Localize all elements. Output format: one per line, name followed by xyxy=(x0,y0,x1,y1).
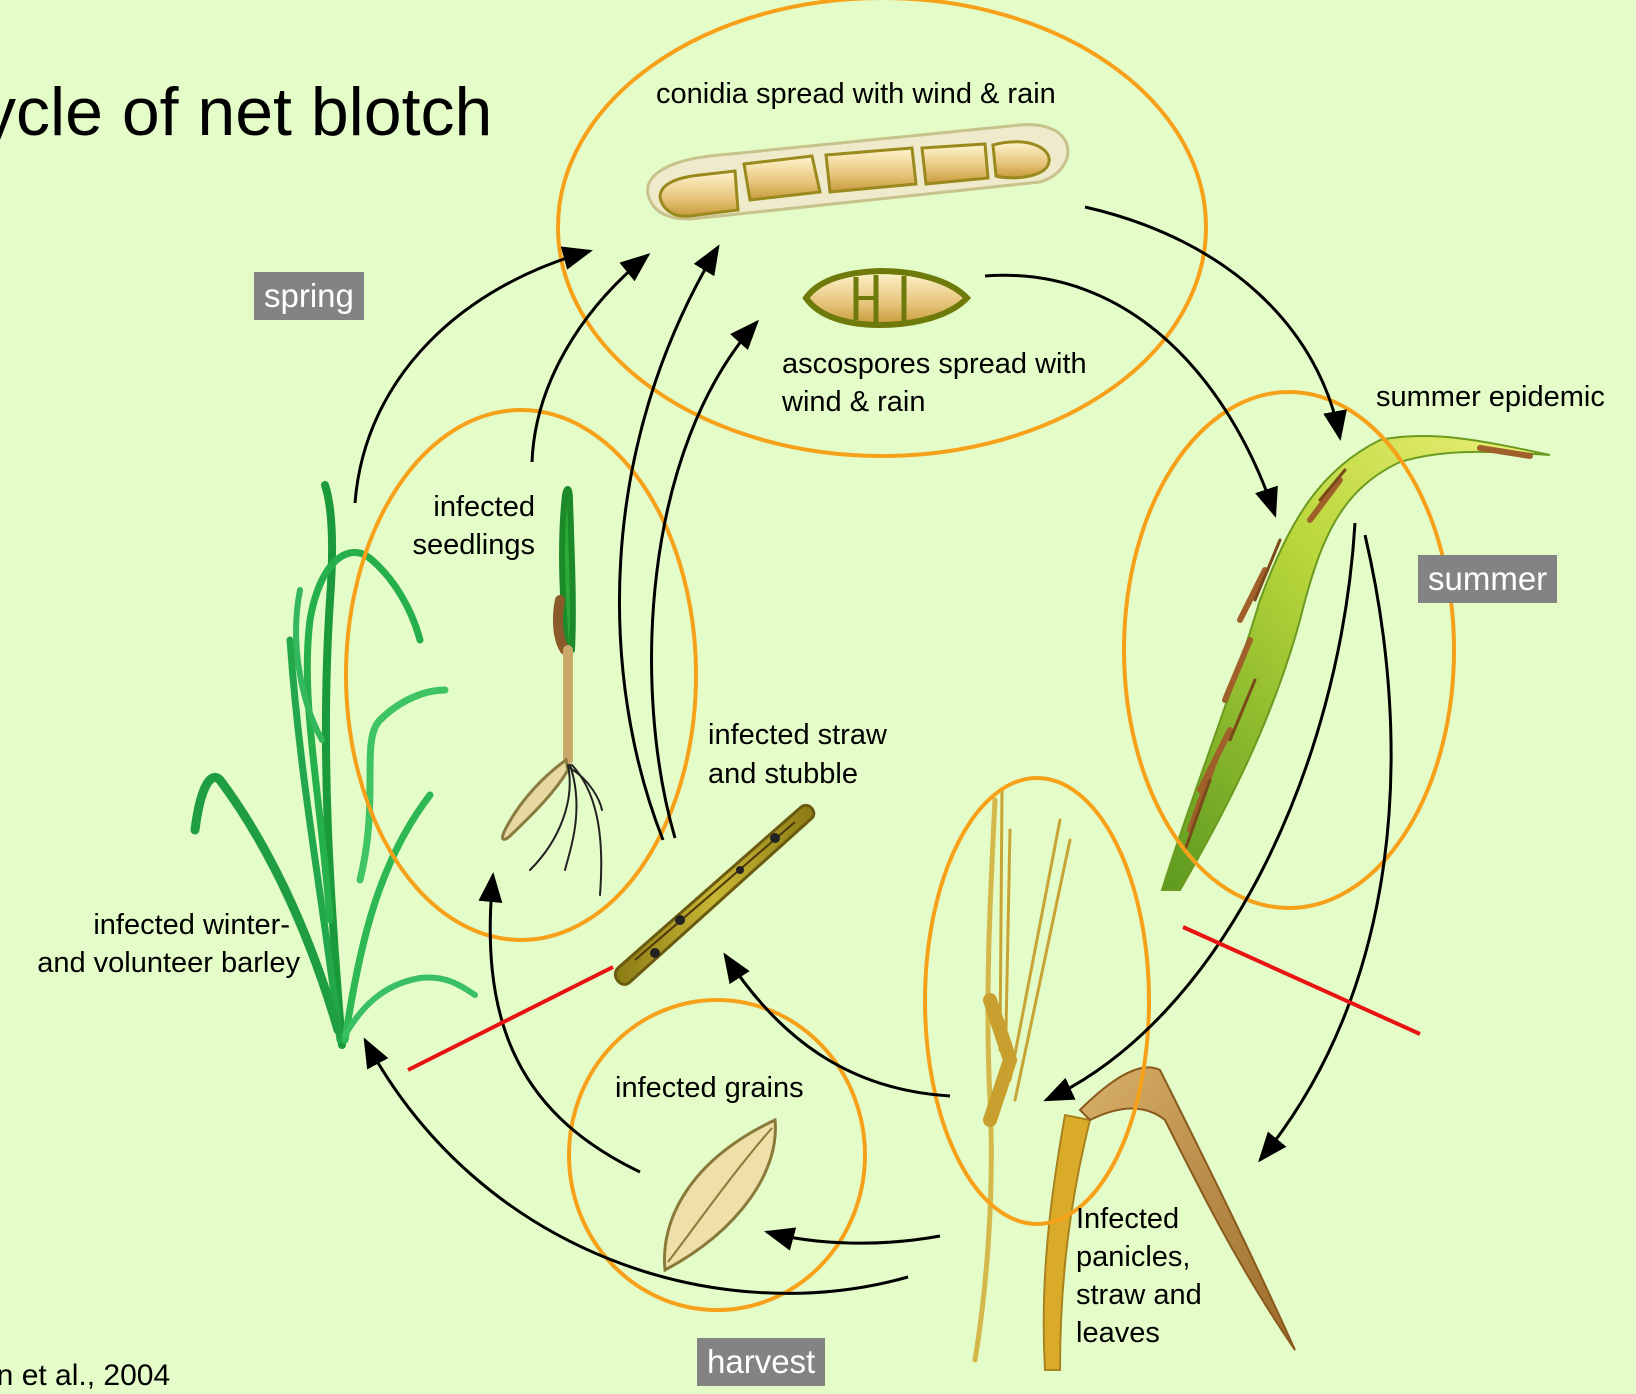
infected-grain-icon xyxy=(664,1120,775,1270)
arrow-panicle-to-grain xyxy=(767,1232,940,1243)
straw-label-line1: infected straw xyxy=(708,716,887,754)
arrow-asco-to-summer xyxy=(985,275,1275,515)
grains-label: infected grains xyxy=(615,1069,804,1107)
straw-label-line2: and stubble xyxy=(708,755,858,793)
winter-barley-label-line1: infected winter- xyxy=(0,906,290,944)
conidia-label: conidia spread with wind & rain xyxy=(656,75,1056,113)
seedlings-label-line2: seedlings xyxy=(395,526,535,564)
season-harvest-badge: harvest xyxy=(697,1338,825,1386)
infected-leaf-icon xyxy=(1162,436,1550,890)
winter-barley-label-line2: and volunteer barley xyxy=(0,944,300,982)
page-title: ycle of net blotch xyxy=(0,72,492,152)
citation: on et al., 2004 xyxy=(0,1358,170,1394)
ascospores-label-line1: ascospores spread with xyxy=(782,345,1087,383)
summer-epidemic-label: summer epidemic xyxy=(1376,378,1605,416)
barrier-line-right xyxy=(1183,927,1420,1034)
panicles-label-line2: panicles, xyxy=(1076,1238,1190,1276)
ascospore-icon xyxy=(806,271,967,325)
barrier-line-left xyxy=(408,967,613,1070)
infected-straw-icon xyxy=(615,805,813,984)
panicles-label-line3: straw and xyxy=(1076,1276,1202,1314)
arrow-grain-to-seedling xyxy=(490,875,640,1172)
panicles-label-line1: Infected xyxy=(1076,1200,1179,1238)
arrow-straw-to-spores-1 xyxy=(619,247,718,840)
season-spring-badge: spring xyxy=(254,272,364,320)
arrow-winter-to-spores xyxy=(355,251,590,503)
conidium-icon xyxy=(648,125,1068,219)
seedlings-label-line1: infected xyxy=(395,488,535,526)
panicles-label-line4: leaves xyxy=(1076,1314,1160,1352)
season-summer-badge: summer xyxy=(1418,555,1557,603)
arrow-conidia-to-summer xyxy=(1085,207,1340,438)
ascospores-label-line2: wind & rain xyxy=(782,383,925,421)
